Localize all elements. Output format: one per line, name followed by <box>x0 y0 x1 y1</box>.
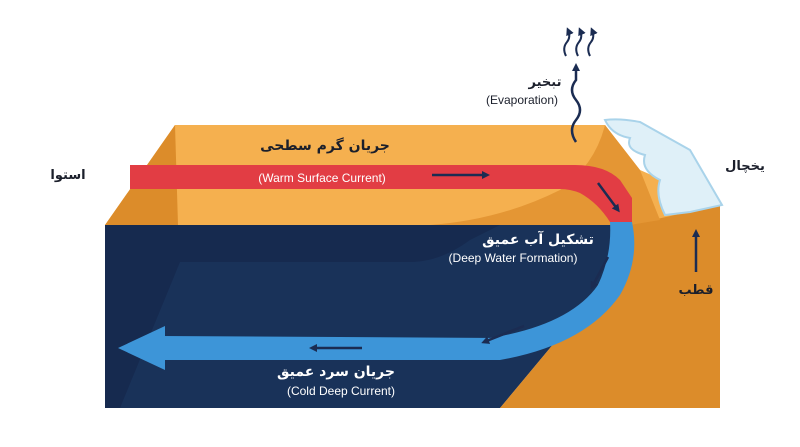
evaporation-label-fa: تبخیر <box>528 75 562 90</box>
direction-arrow-icon <box>590 256 610 290</box>
ocean-floor-shade <box>120 225 630 408</box>
deep-formation-label-fa: تشکیل آب عمیق <box>482 230 594 248</box>
deep-formation-band <box>490 222 635 360</box>
warm-current-band <box>130 165 632 222</box>
cold-current-label-en: (Cold Deep Current) <box>287 384 395 398</box>
pole-label: قطب <box>679 283 714 298</box>
evaporation-wave-icon <box>570 63 582 143</box>
direction-arrow-icon <box>481 324 525 344</box>
direction-arrow-icon <box>596 182 620 213</box>
warm-current-label-fa: جریان گرم سطحی <box>260 137 390 154</box>
vapor-wisp-icon <box>587 27 598 57</box>
cold-current-arrowhead <box>118 326 165 370</box>
deep-formation-label-en: (Deep Water Formation) <box>449 251 578 265</box>
equator-label: استوا <box>50 168 85 183</box>
warm-current-label-en: (Warm Surface Current) <box>258 171 386 185</box>
vapor-wisp-icon <box>575 27 586 57</box>
evaporation-label-en: (Evaporation) <box>486 93 558 107</box>
cold-current-label-fa: جریان سرد عمیق <box>277 364 395 380</box>
glacier-label: یخچال <box>725 159 765 174</box>
glacier-ice <box>603 118 724 217</box>
vapor-wisp-icon <box>563 27 574 57</box>
